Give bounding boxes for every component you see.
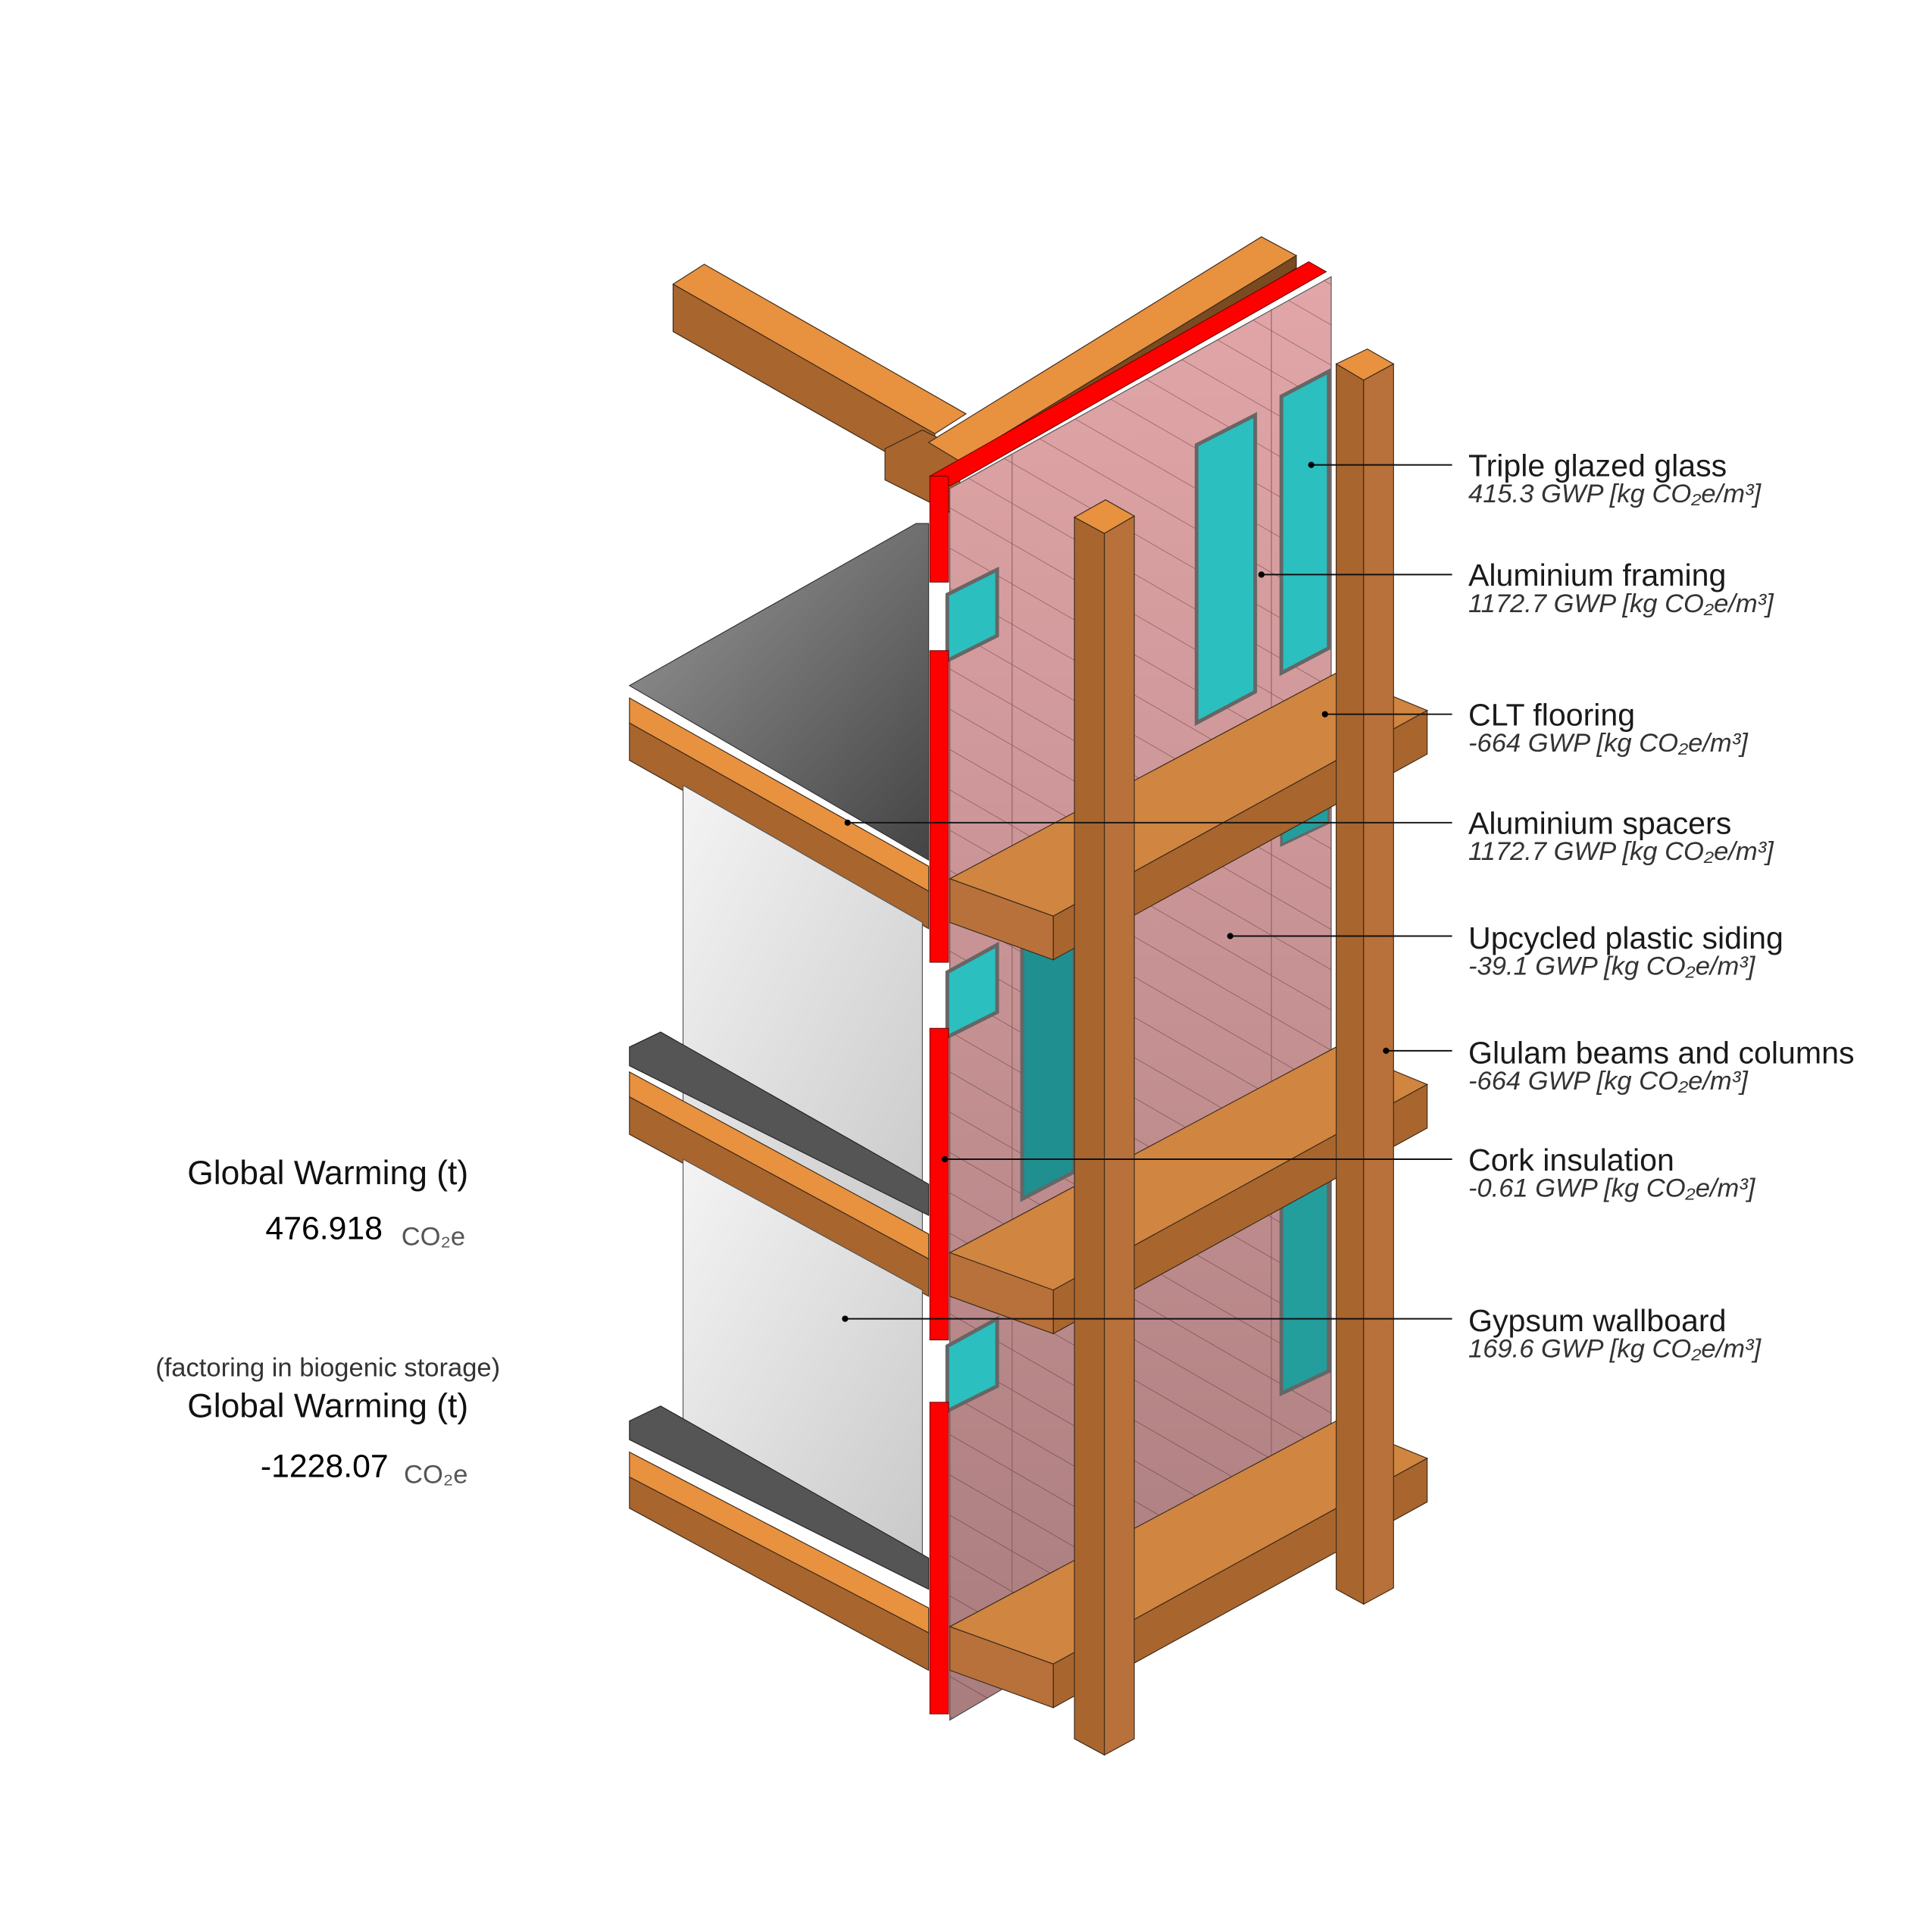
svg-text:Triple glazed glass: Triple glazed glass — [1468, 448, 1727, 483]
gw-bio-unit: CO₂e — [404, 1461, 467, 1490]
svg-text:415.3 GWP [kg CO₂e/m³]: 415.3 GWP [kg CO₂e/m³] — [1468, 480, 1762, 508]
svg-text:Upcycled plastic siding: Upcycled plastic siding — [1468, 921, 1784, 955]
label-upcycled-plastic-siding: Upcycled plastic siding -39.1 GWP [kg CO… — [1468, 921, 1784, 981]
label-aluminium-spacers: Aluminium spacers 1172.7 GWP [kg CO₂e/m³… — [1468, 806, 1774, 867]
gw-bio-title: Global Warming (t) — [187, 1388, 468, 1425]
biogenic-note: (factoring in biogenic storage) — [155, 1353, 500, 1382]
svg-text:Aluminium framing: Aluminium framing — [1468, 558, 1726, 592]
svg-text:169.6 GWP [kg CO₂e/m³]: 169.6 GWP [kg CO₂e/m³] — [1468, 1335, 1762, 1364]
svg-text:Cork insulation: Cork insulation — [1468, 1143, 1674, 1177]
svg-text:Glulam beams and columns: Glulam beams and columns — [1468, 1035, 1855, 1070]
global-warming-summary: Global Warming (t) 476.918 CO₂e (factori… — [155, 1155, 500, 1490]
clt-floor-2 — [949, 1046, 1429, 1335]
svg-text:-0.61 GWP [kg CO₂e/m³]: -0.61 GWP [kg CO₂e/m³] — [1468, 1174, 1756, 1202]
label-gypsum-wallboard: Gypsum wallboard 169.6 GWP [kg CO₂e/m³] — [1468, 1303, 1762, 1364]
svg-text:CLT flooring: CLT flooring — [1468, 697, 1635, 732]
gw-value: 476.918 — [265, 1210, 383, 1246]
cork-insulation — [929, 261, 1327, 1715]
svg-text:Gypsum wallboard: Gypsum wallboard — [1468, 1303, 1726, 1338]
gw-title: Global Warming (t) — [187, 1155, 468, 1192]
material-labels: Triple glazed glass 415.3 GWP [kg CO₂e/m… — [1468, 448, 1855, 1363]
clt-floors — [949, 672, 1429, 1708]
svg-text:1172.7 GWP [kg CO₂e/m³]: 1172.7 GWP [kg CO₂e/m³] — [1468, 837, 1774, 866]
label-glulam: Glulam beams and columns -664 GWP [kg CO… — [1468, 1035, 1855, 1096]
glulam-columns — [1073, 348, 1395, 1756]
leader-lines — [842, 461, 1452, 1322]
clt-floor-1 — [949, 672, 1429, 961]
interior-side — [628, 523, 930, 1671]
svg-text:-39.1 GWP [kg CO₂e/m³]: -39.1 GWP [kg CO₂e/m³] — [1468, 952, 1756, 981]
svg-text:1172.7 GWP [kg CO₂e/m³]: 1172.7 GWP [kg CO₂e/m³] — [1468, 589, 1774, 618]
roof-slab — [628, 523, 930, 861]
gw-bio-value: -1228.07 — [261, 1449, 389, 1485]
svg-text:-664 GWP [kg CO₂e/m³]: -664 GWP [kg CO₂e/m³] — [1468, 1067, 1749, 1096]
label-cork-insulation: Cork insulation -0.61 GWP [kg CO₂e/m³] — [1468, 1143, 1756, 1203]
label-triple-glazed-glass: Triple glazed glass 415.3 GWP [kg CO₂e/m… — [1468, 448, 1762, 508]
gw-unit: CO₂e — [402, 1223, 465, 1252]
svg-text:Aluminium spacers: Aluminium spacers — [1468, 806, 1731, 841]
clt-floor-3 — [949, 1420, 1429, 1708]
top-glulam-beam — [672, 264, 968, 518]
label-clt-flooring: CLT flooring -664 GWP [kg CO₂e/m³] — [1468, 697, 1749, 758]
svg-text:-664 GWP [kg CO₂e/m³]: -664 GWP [kg CO₂e/m³] — [1468, 729, 1749, 758]
label-aluminium-framing: Aluminium framing 1172.7 GWP [kg CO₂e/m³… — [1468, 558, 1774, 618]
